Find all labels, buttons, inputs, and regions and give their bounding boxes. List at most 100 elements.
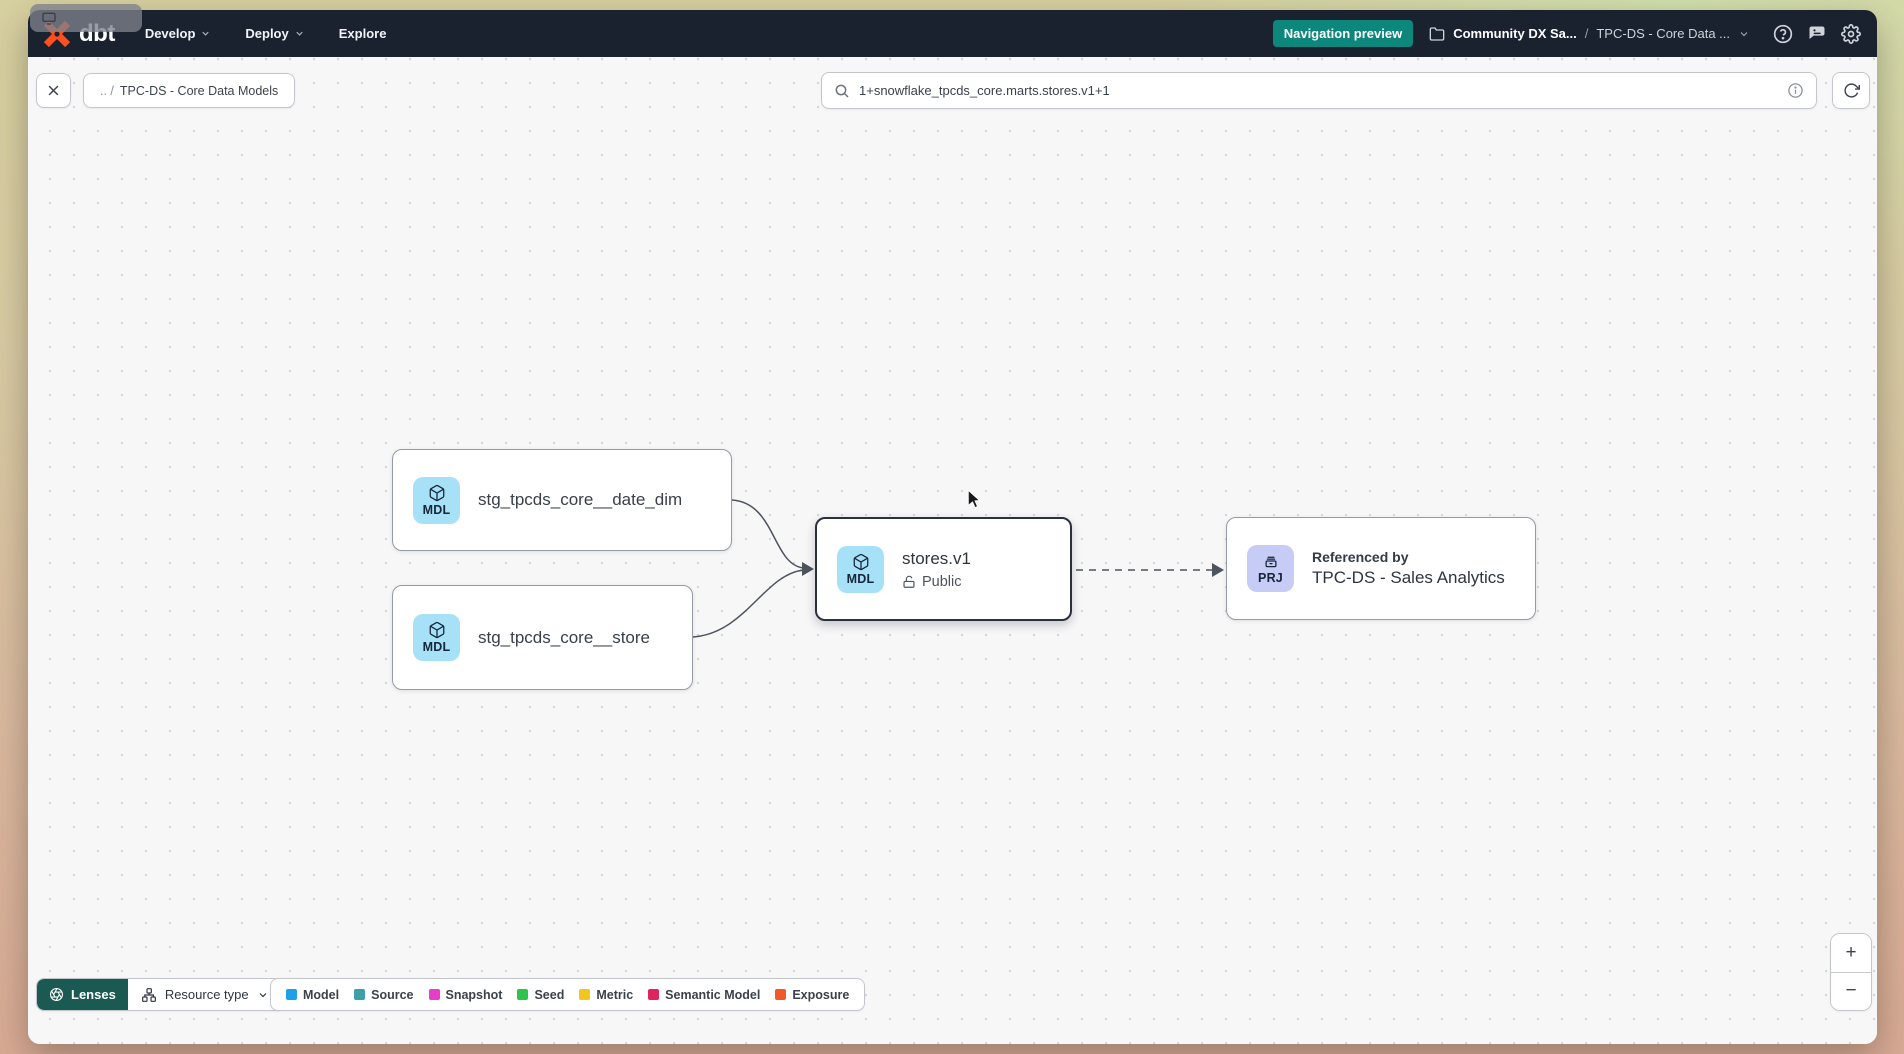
node-tpcds-sales-analytics[interactable]: PRJ Referenced by TPC-DS - Sales Analyti… bbox=[1226, 517, 1536, 620]
resource-type-dropdown[interactable]: Resource type bbox=[127, 979, 282, 1010]
arrowhead bbox=[802, 562, 814, 576]
badge-label: MDL bbox=[422, 502, 451, 517]
chevron-down-icon[interactable] bbox=[1738, 28, 1750, 40]
legend-label: Snapshot bbox=[445, 987, 503, 1002]
node-title: stg_tpcds_core__store bbox=[478, 627, 650, 647]
arrowhead bbox=[1212, 563, 1224, 577]
metric-swatch bbox=[579, 989, 591, 1000]
menu-explore-label: Explore bbox=[338, 26, 387, 41]
cube-icon bbox=[429, 484, 444, 501]
menu-deploy[interactable]: Deploy bbox=[245, 26, 304, 41]
legend-label: Model bbox=[303, 987, 340, 1002]
badge-label: PRJ bbox=[1258, 571, 1283, 585]
folder-icon bbox=[1429, 26, 1445, 41]
node-stores-v1[interactable]: MDL stores.v1 Public bbox=[815, 517, 1072, 621]
menu-develop[interactable]: Develop bbox=[145, 26, 212, 41]
chevron-down-icon bbox=[259, 992, 267, 997]
legend-item-source: Source bbox=[354, 987, 414, 1002]
gear-icon[interactable] bbox=[1840, 23, 1861, 44]
breadcrumb-separator: / bbox=[1584, 26, 1589, 41]
edge-date-dim-to-stores bbox=[731, 499, 805, 569]
node-title: stores.v1 bbox=[902, 548, 971, 568]
legend-item-seed: Seed bbox=[517, 988, 564, 1002]
chevron-down-icon bbox=[202, 31, 210, 36]
info-icon[interactable] bbox=[1787, 82, 1804, 99]
badge-label: MDL bbox=[846, 571, 875, 586]
semantic-model-swatch bbox=[648, 989, 660, 1000]
mouse-cursor bbox=[967, 489, 982, 509]
snapshot-swatch bbox=[428, 989, 440, 1000]
help-icon[interactable] bbox=[1772, 23, 1793, 44]
zoom-out-button[interactable]: − bbox=[1831, 972, 1871, 1010]
resource-type-label: Resource type bbox=[164, 987, 249, 1002]
close-icon bbox=[48, 85, 59, 96]
model-badge: MDL bbox=[837, 545, 884, 593]
legend-label: Seed bbox=[534, 987, 565, 1002]
cube-icon bbox=[429, 621, 444, 639]
node-title: stg_tpcds_core__date_dim bbox=[478, 490, 683, 509]
divider bbox=[1831, 971, 1871, 973]
legend-item-model: Model bbox=[286, 988, 339, 1002]
project-breadcrumb[interactable]: Community DX Sa... / TPC-DS - Core Data … bbox=[1429, 26, 1750, 42]
zoom-controls: + − bbox=[1830, 933, 1872, 1011]
exposure-swatch bbox=[775, 989, 787, 1000]
legend-label: Semantic Model bbox=[665, 987, 761, 1002]
resource-type-legend: Model Source Snapshot Seed Metric Semant… bbox=[270, 978, 866, 1011]
lineage-search[interactable] bbox=[821, 72, 1817, 109]
model-badge: MDL bbox=[413, 614, 460, 661]
legend-label: Metric bbox=[596, 987, 634, 1002]
refresh-button[interactable] bbox=[1832, 72, 1870, 109]
edge-store-to-stores bbox=[692, 569, 805, 638]
unlock-icon bbox=[903, 575, 915, 588]
cube-icon bbox=[853, 553, 868, 570]
menu-explore[interactable]: Explore bbox=[339, 26, 387, 41]
legend-item-snapshot: Snapshot bbox=[428, 987, 503, 1002]
node-stg-tpcds-core-date-dim[interactable]: MDL stg_tpcds_core__date_dim bbox=[392, 449, 732, 551]
monitor-icon bbox=[42, 12, 56, 25]
project-name[interactable]: TPC-DS - Core Data ... bbox=[1596, 26, 1730, 41]
main-menu: Develop Deploy Explore bbox=[145, 26, 387, 41]
screen-share-pill[interactable] bbox=[30, 4, 142, 32]
top-navbar: dbt Develop Deploy Explore Navigation pr… bbox=[28, 10, 1877, 57]
node-title: TPC-DS - Sales Analytics bbox=[1312, 568, 1505, 587]
seed-swatch bbox=[517, 989, 529, 1000]
navbar-icons bbox=[1772, 23, 1861, 44]
source-swatch bbox=[354, 989, 366, 1000]
legend-label: Exposure bbox=[792, 987, 850, 1002]
search-input[interactable] bbox=[859, 83, 1778, 98]
feedback-icon[interactable] bbox=[1806, 23, 1827, 44]
close-button[interactable] bbox=[36, 73, 71, 108]
legend-label: Source bbox=[371, 987, 414, 1002]
account-name[interactable]: Community DX Sa... bbox=[1453, 26, 1577, 41]
lenses-label: Lenses bbox=[71, 987, 116, 1002]
navigation-preview-badge[interactable]: Navigation preview bbox=[1272, 20, 1414, 47]
project-badge: PRJ bbox=[1247, 545, 1294, 592]
lenses-button[interactable]: Lenses bbox=[37, 979, 128, 1010]
chevron-down-icon bbox=[296, 31, 303, 36]
legend-item-metric: Metric bbox=[579, 988, 633, 1002]
legend-item-semantic-model: Semantic Model bbox=[648, 988, 760, 1002]
lineage-canvas[interactable]: .. / TPC-DS - Core Data Models MDL stg_t… bbox=[28, 57, 1877, 1044]
menu-deploy-label: Deploy bbox=[245, 26, 289, 41]
breadcrumb-current: TPC-DS - Core Data Models bbox=[119, 83, 279, 98]
lenses-control: Lenses Resource type bbox=[36, 978, 283, 1011]
menu-develop-label: Develop bbox=[144, 26, 196, 41]
legend-item-exposure: Exposure bbox=[775, 988, 849, 1002]
refresh-icon bbox=[1843, 83, 1860, 98]
navbar-right: Navigation preview Community DX Sa... / … bbox=[1272, 20, 1861, 47]
lenses-icon bbox=[50, 988, 63, 1001]
breadcrumb-up-link[interactable]: .. / bbox=[100, 83, 114, 98]
model-badge: MDL bbox=[413, 476, 460, 524]
zoom-in-button[interactable]: + bbox=[1831, 934, 1871, 972]
archive-icon bbox=[1264, 556, 1277, 568]
search-icon bbox=[835, 84, 849, 98]
access-label: Public bbox=[922, 573, 962, 590]
node-stg-tpcds-core-store[interactable]: MDL stg_tpcds_core__store bbox=[392, 585, 693, 690]
lineage-breadcrumb[interactable]: .. / TPC-DS - Core Data Models bbox=[83, 73, 296, 108]
node-caption: Referenced by bbox=[1312, 549, 1409, 565]
badge-label: MDL bbox=[422, 640, 451, 654]
model-swatch bbox=[286, 989, 297, 1000]
dbt-cloud-window: dbt Develop Deploy Explore Navigation pr… bbox=[28, 10, 1877, 1044]
access-level: Public bbox=[902, 574, 971, 590]
